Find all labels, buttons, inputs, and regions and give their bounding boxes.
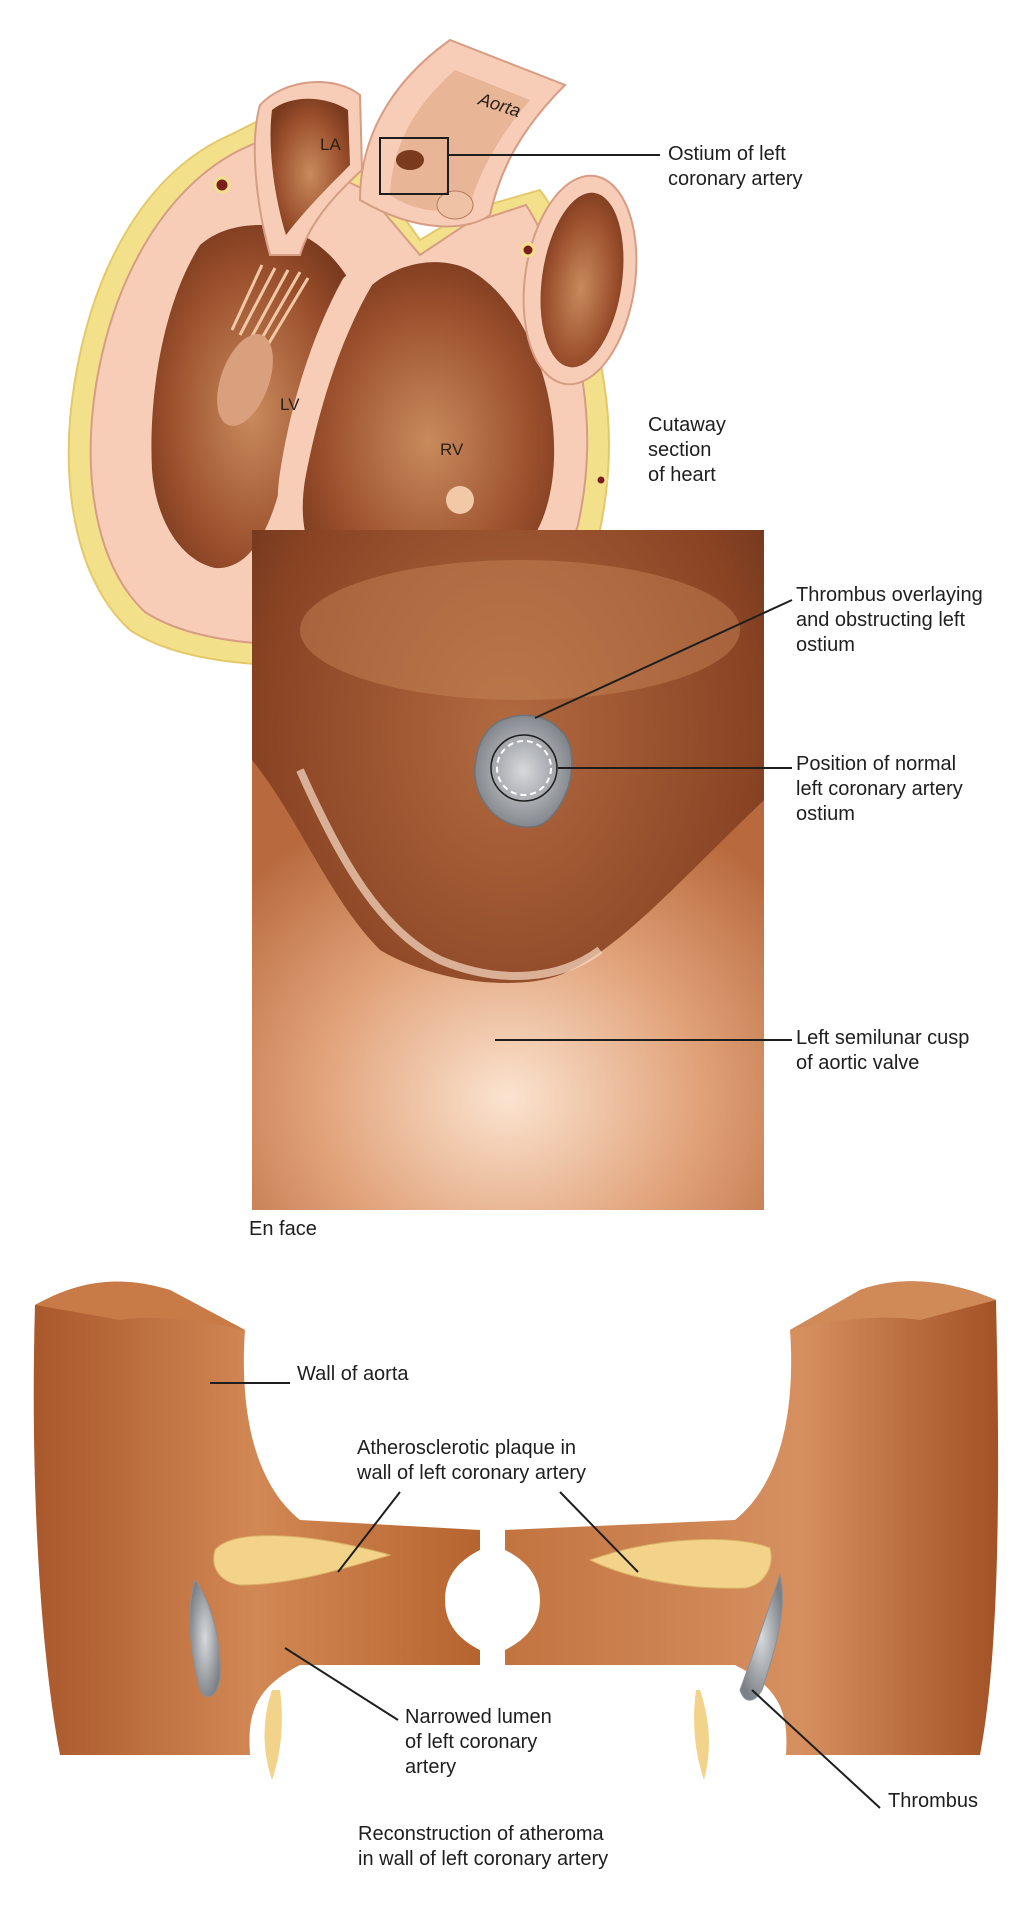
ostium-highlight-box — [379, 137, 449, 195]
cusp-label: Left semilunar cusp of aortic valve — [796, 1027, 970, 1074]
plaque-label: Atherosclerotic plaque in wall of left c… — [357, 1437, 586, 1484]
atheroma-reconstruction — [33, 1281, 999, 1809]
ostium-opening — [396, 150, 424, 170]
lumen-leader-line — [284, 1647, 399, 1721]
rv-label: RV — [440, 440, 464, 459]
reconstruction-caption: Reconstruction of atheroma in wall of le… — [358, 1823, 609, 1870]
papillary-muscle — [217, 334, 273, 426]
thrombus-right — [739, 1573, 783, 1701]
rv-cavity — [302, 262, 555, 589]
left-aortic-wall — [33, 1281, 480, 1755]
plaque-right-leader-line — [559, 1491, 639, 1573]
thrombus-left — [189, 1578, 221, 1698]
thrombus-leader-line — [534, 599, 793, 719]
thrombus-label: Thrombus — [888, 1790, 979, 1812]
semilunar-cusp — [252, 760, 764, 1210]
lv-label: LV — [280, 395, 300, 414]
en-face-caption: En face — [249, 1218, 317, 1240]
normal-ostium-position — [496, 740, 552, 796]
plaque-right-lower — [694, 1690, 709, 1780]
thrombus-overlay-label: Thrombus overlaying and obstructing left… — [796, 584, 983, 656]
normal-ostium-label: Position of normal left coronary artery … — [796, 753, 963, 825]
plaque-right — [588, 1538, 772, 1589]
heart-cutaway — [67, 38, 660, 667]
narrowed-lumen-label: Narrowed lumen of left coronary artery — [405, 1706, 552, 1778]
en-face-view — [252, 530, 793, 1210]
thrombus-en-face — [474, 714, 573, 828]
plaque-left-leader-line — [337, 1491, 401, 1573]
wall-of-aorta-label: Wall of aorta — [297, 1363, 409, 1385]
chordae-tendineae — [230, 264, 310, 349]
ostium-label: Ostium of left coronary artery — [668, 143, 803, 190]
plaque-left — [213, 1535, 392, 1586]
plaque-left-lower — [264, 1690, 282, 1780]
thrombus-leader-line-bottom — [751, 1689, 881, 1809]
la-label: LA — [320, 135, 341, 154]
cutaway-label: Cutaway section of heart — [648, 414, 726, 486]
right-aortic-wall — [505, 1281, 999, 1755]
